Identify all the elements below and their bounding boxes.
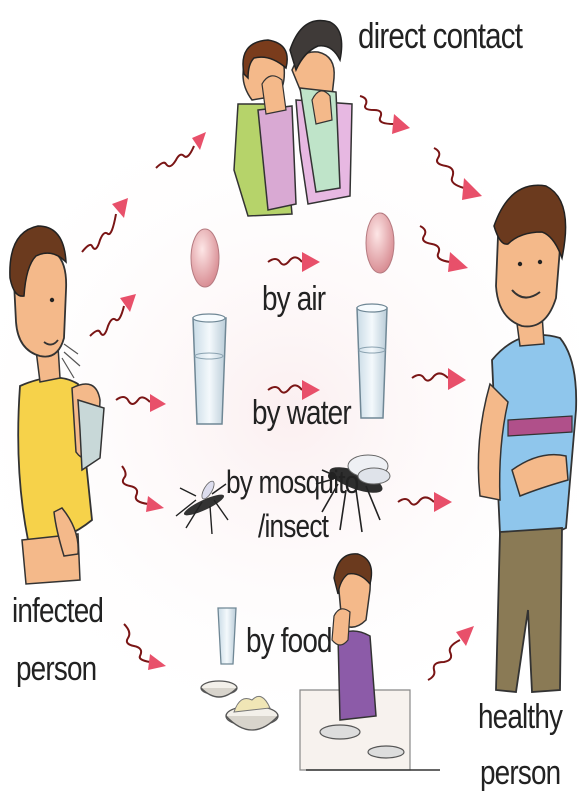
label-insect: /insect bbox=[258, 510, 328, 542]
direct-contact-children bbox=[234, 21, 352, 216]
label-infected: infected bbox=[12, 594, 103, 628]
arrow bbox=[360, 96, 410, 134]
label-healthy: healthy bbox=[478, 700, 562, 734]
label-healthy-person: person bbox=[480, 756, 560, 790]
label-by-air: by air bbox=[262, 282, 325, 316]
label-infected-person: person bbox=[16, 652, 96, 686]
label-by-mosquito: by mosquito bbox=[226, 466, 358, 498]
label-by-food: by food bbox=[246, 624, 332, 658]
label-direct-contact: direct contact bbox=[358, 18, 522, 54]
label-by-water: by water bbox=[252, 396, 351, 430]
